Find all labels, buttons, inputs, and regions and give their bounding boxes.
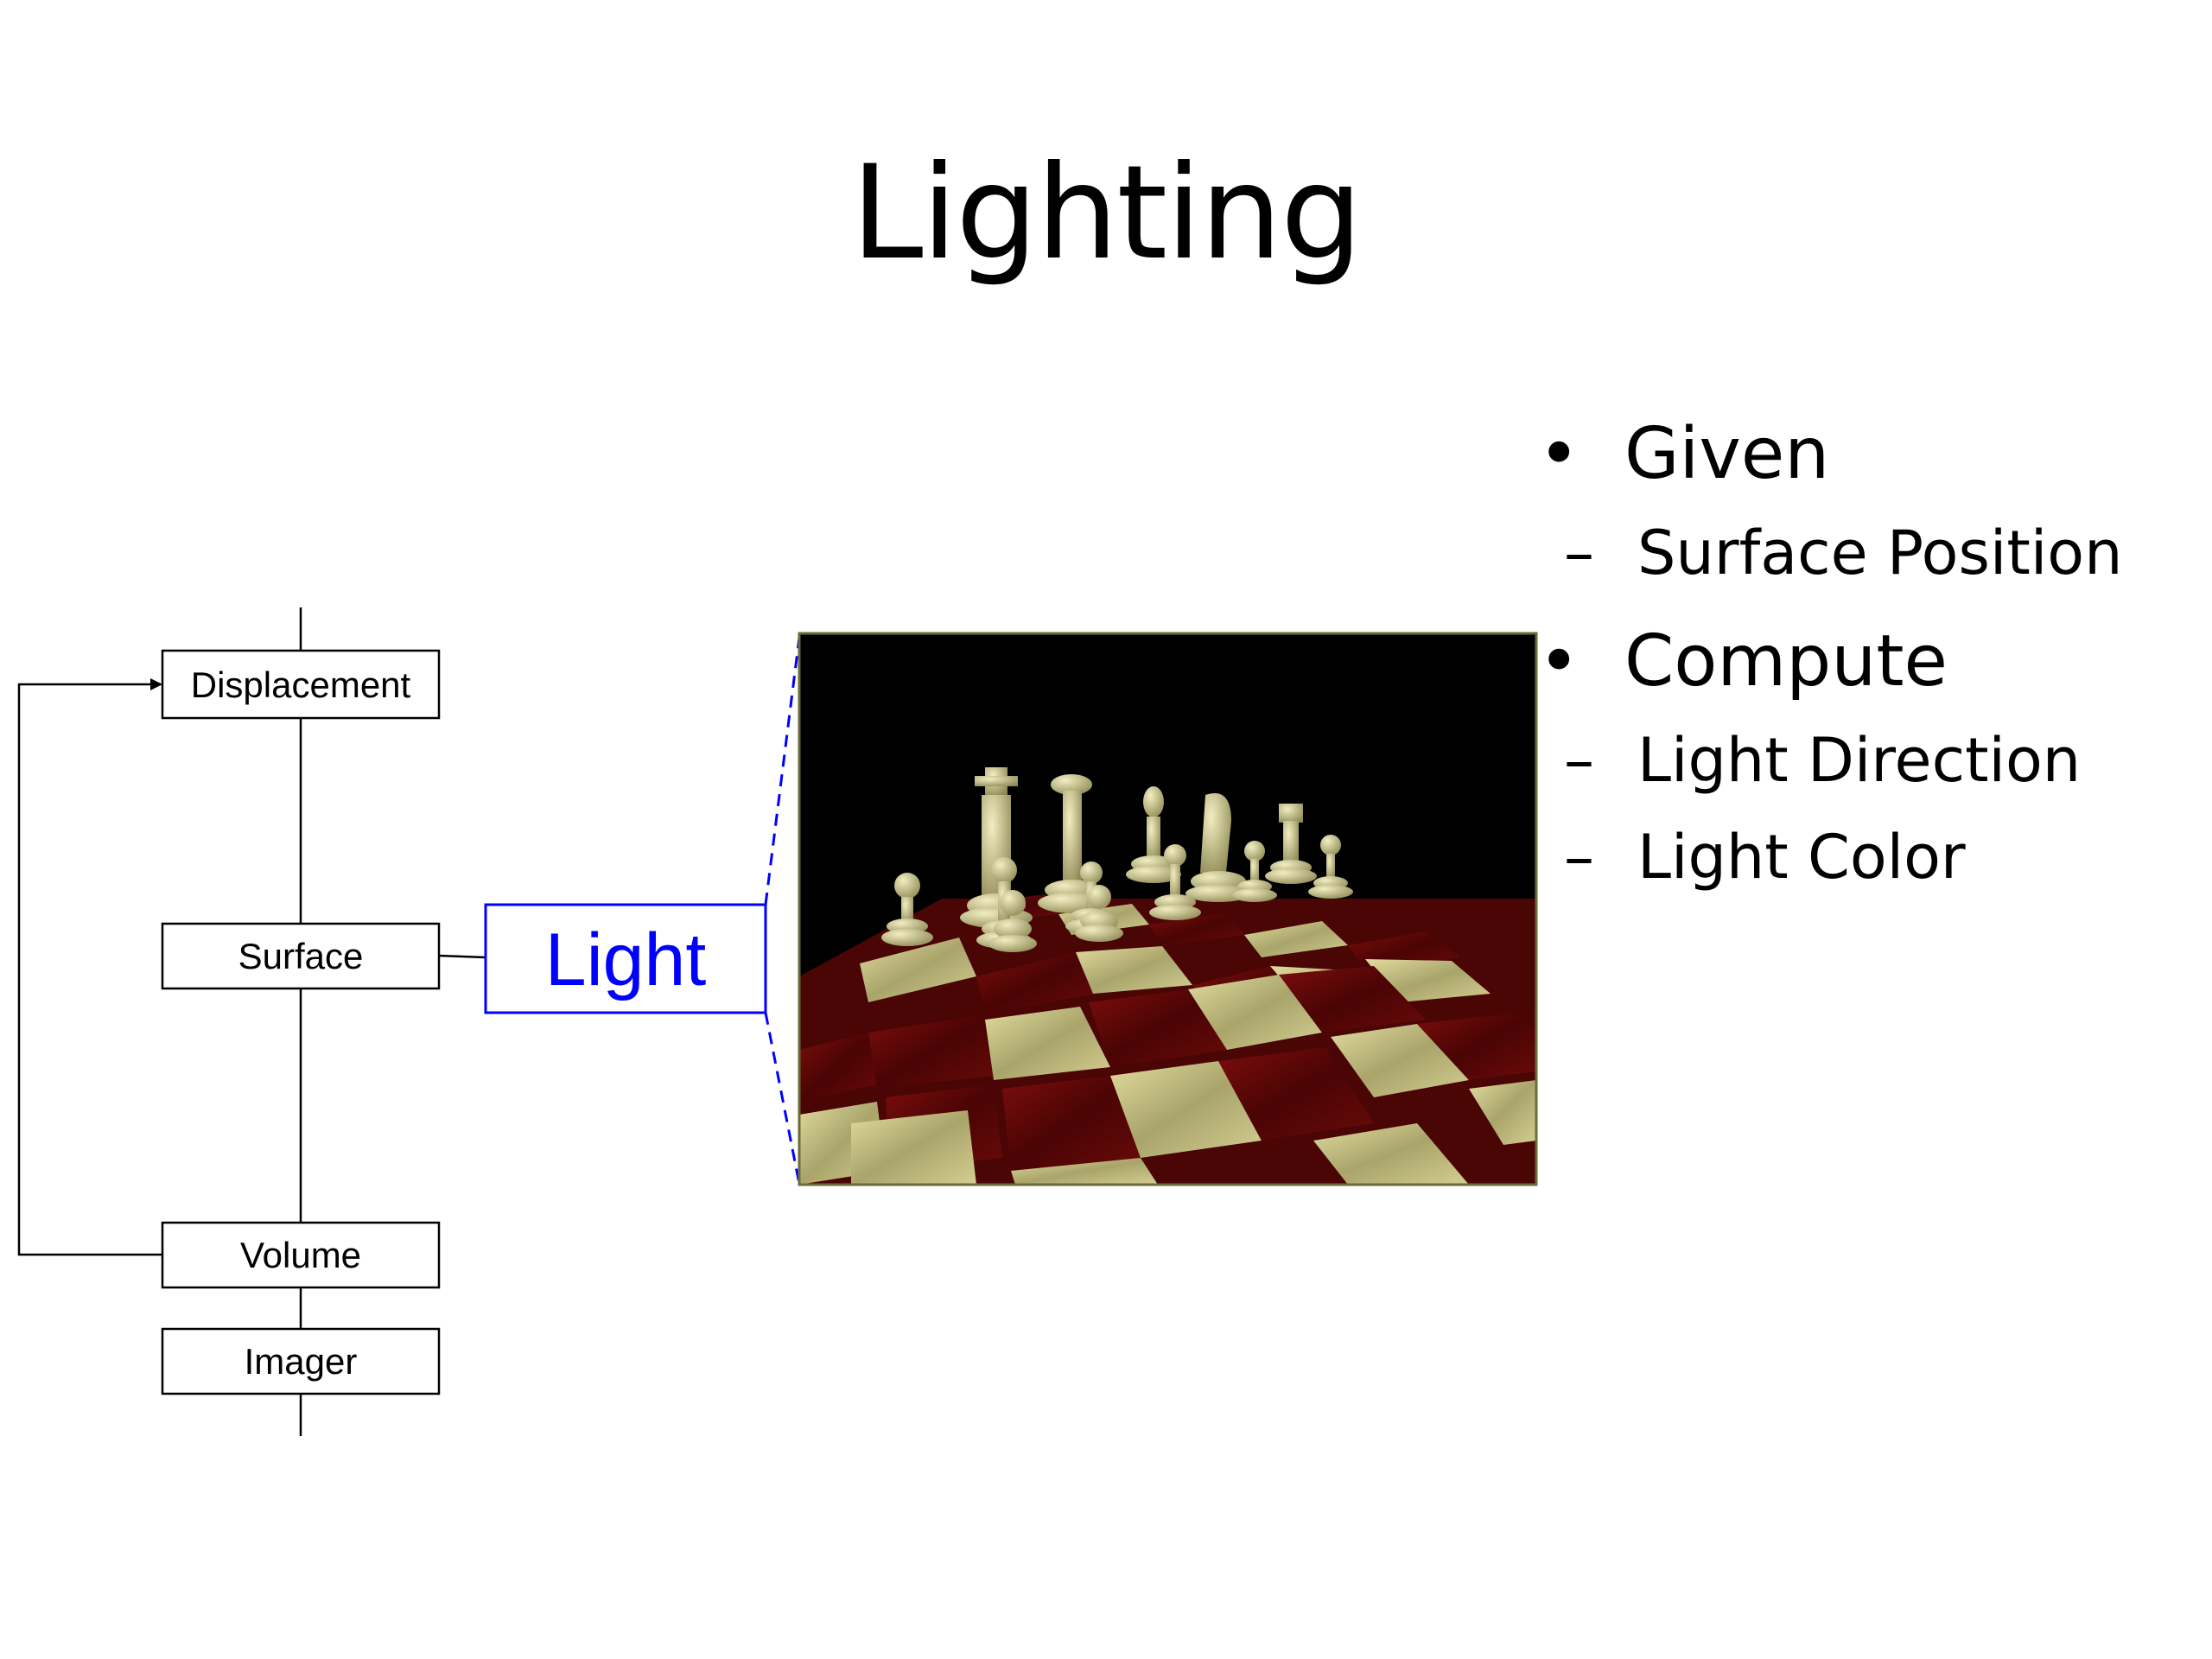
chess-piece [881, 873, 933, 946]
volume-node: Volume [161, 1221, 441, 1289]
board-square [1417, 1011, 1536, 1080]
chess-render-image [799, 633, 1536, 1185]
sub-bullet-surface-position: – Surface Position [1452, 508, 2195, 598]
board-square [1011, 1158, 1158, 1185]
sub-bullet-light-direction: – Light Direction [1452, 715, 2195, 805]
zoom-line-bottom [764, 1012, 801, 1185]
surface-light-connector [438, 954, 486, 959]
chess-piece [1232, 841, 1277, 902]
sub-bullet-text: Surface Position [1637, 518, 2123, 588]
sub-bullet-light-color: – Light Color [1452, 812, 2195, 902]
board-square [976, 952, 1093, 1015]
volume-label: Volume [240, 1235, 361, 1275]
board-square [1244, 921, 1348, 957]
board-square [1188, 975, 1322, 1050]
bullet-group-given: • Given – Surface Position [1538, 406, 2195, 598]
sub-bullet-text: Light Color [1637, 822, 1966, 893]
surface-node: Surface [161, 922, 441, 990]
bullet-dot: • [1538, 413, 1580, 495]
light-label: Light [545, 918, 707, 1001]
board-square [1002, 1076, 1141, 1171]
dash-marker: – [1564, 518, 1594, 588]
chess-piece [1149, 844, 1201, 920]
chess-piece [1265, 804, 1317, 884]
feedback-arrow [17, 678, 162, 1256]
light-node: Light [484, 903, 767, 1014]
bullet-compute: • Compute [1538, 613, 2195, 710]
dash-marker: – [1564, 822, 1594, 893]
board-square [1279, 966, 1426, 1033]
bullet-list: • Given – Surface Position • Compute – L… [1538, 406, 2195, 918]
board-square [1218, 1047, 1374, 1141]
chess-piece [1075, 885, 1123, 942]
board-square [1110, 1061, 1262, 1158]
surface-label: Surface [238, 936, 364, 976]
chess-piece [1308, 835, 1353, 899]
board-square [860, 938, 976, 1002]
bullet-dot: • [1538, 620, 1580, 702]
imager-node: Imager [161, 1327, 441, 1395]
board-square [985, 1007, 1110, 1080]
bullet-group-compute: • Compute – Light Direction – Light Colo… [1538, 613, 2195, 902]
displacement-node: Displacement [161, 649, 441, 720]
board-square [868, 1015, 994, 1089]
board-square [1089, 989, 1227, 1067]
board-square [851, 1110, 976, 1185]
zoom-line-top [764, 637, 801, 906]
dash-marker: – [1564, 725, 1594, 796]
board-square [1149, 912, 1244, 946]
bullet-compute-text: Compute [1624, 620, 1948, 702]
bullet-given-text: Given [1624, 413, 1830, 495]
board-square [799, 1033, 877, 1102]
chess-piece [1126, 786, 1181, 883]
board-square [1331, 1024, 1469, 1097]
board-square [1469, 1080, 1536, 1145]
imager-label: Imager [245, 1341, 358, 1382]
chess-piece [1185, 793, 1251, 902]
sub-bullet-text: Light Direction [1637, 725, 2082, 796]
chess-piece [988, 890, 1037, 952]
board-square [1076, 946, 1192, 994]
bullet-given: • Given [1538, 406, 2195, 503]
chess-image-frame [798, 632, 1538, 1186]
displacement-label: Displacement [191, 664, 411, 705]
slide-title: Lighting [850, 138, 1363, 289]
board-square [1313, 1123, 1469, 1185]
